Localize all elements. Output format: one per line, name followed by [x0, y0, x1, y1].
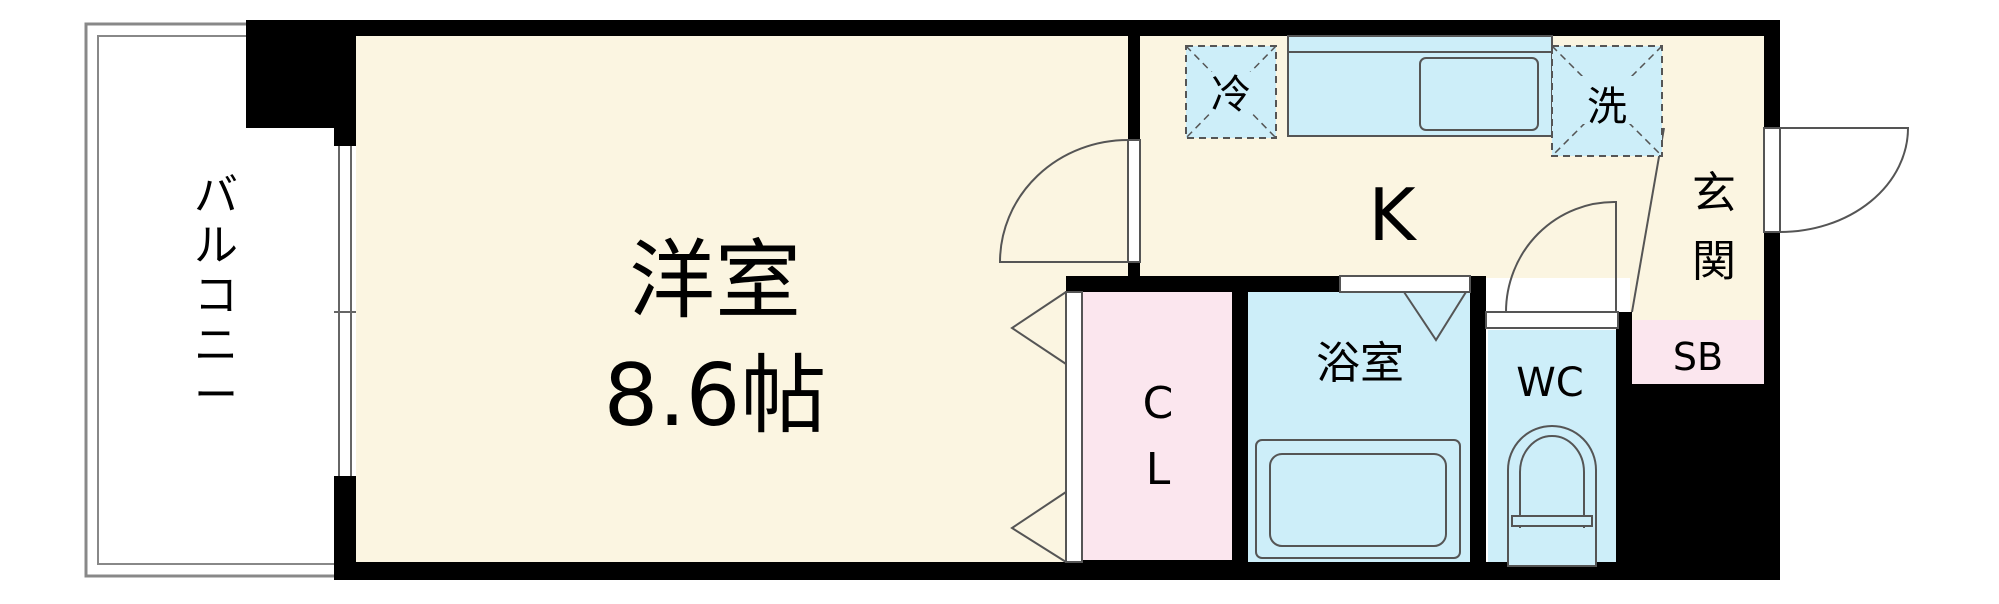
washer-label: 洗 [1587, 84, 1627, 130]
fridge-label: 冷 [1211, 72, 1251, 118]
closet-label-l: L [1146, 444, 1171, 495]
shoe-box-label: SB [1673, 335, 1723, 379]
balcony-label: バ ル コ ニ ー [194, 170, 238, 421]
walls [246, 20, 1780, 580]
balcony-char: バ [194, 170, 238, 221]
balcony-window [334, 146, 356, 476]
washer [1551, 45, 1663, 157]
western-room-floor [350, 34, 1140, 572]
toilet-label: WC [1516, 360, 1583, 406]
toilet-fixture [1507, 425, 1597, 567]
entrance-label-1: 玄 [1692, 168, 1736, 219]
balcony-char: ー [194, 370, 238, 421]
fridge [1185, 45, 1277, 139]
shoe-box-floor [1632, 320, 1764, 384]
balcony-char: ル [194, 220, 238, 271]
closet-folding-doors [1010, 291, 1083, 563]
kitchen-counter [1287, 35, 1553, 137]
entrance-step [1631, 127, 1665, 313]
bath-door [1339, 275, 1471, 342]
bathtub [1255, 439, 1461, 559]
toilet-door [1485, 200, 1619, 329]
entrance-label-2: 関 [1692, 236, 1736, 287]
western-room-size: 8.6帖 [604, 346, 827, 446]
western-room-name: 洋室 [629, 231, 801, 331]
closet-label-c: C [1143, 378, 1174, 429]
door-western-kitchen [998, 139, 1141, 263]
balcony-char: ニ [194, 320, 238, 371]
kitchen-label: K [1368, 173, 1417, 257]
balcony-char: コ [194, 270, 238, 321]
bath-label: 浴室 [1316, 338, 1404, 389]
entrance-door [1763, 127, 1910, 233]
closet-floor [1082, 292, 1232, 567]
